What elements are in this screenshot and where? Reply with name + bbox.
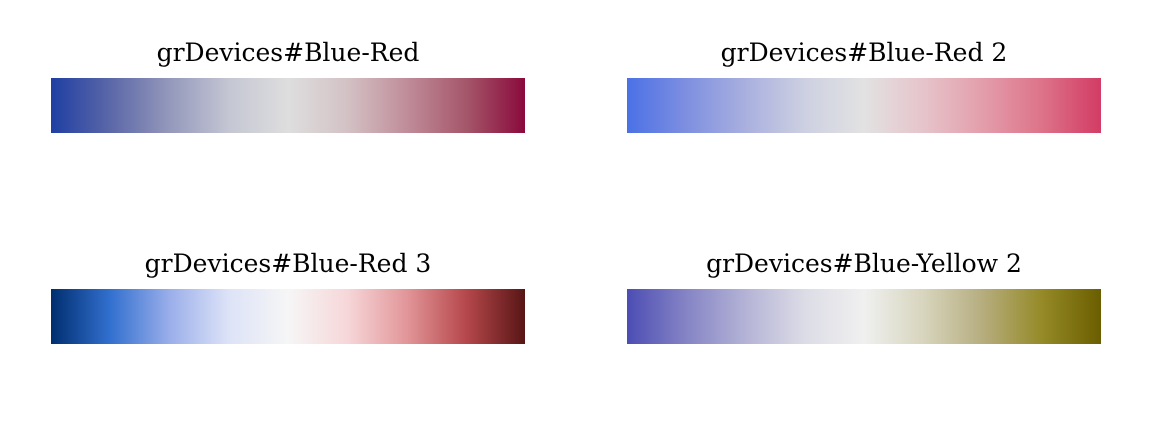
palette-title: grDevices#Blue-Red [156, 38, 420, 67]
color-gradient-bar [627, 289, 1101, 344]
palette-title: grDevices#Blue-Red 2 [720, 38, 1008, 67]
palette-title: grDevices#Blue-Yellow 2 [706, 249, 1022, 278]
color-gradient-bar [627, 78, 1101, 133]
color-gradient-bar [51, 289, 525, 344]
color-gradient-bar [51, 78, 525, 133]
palette-title: grDevices#Blue-Red 3 [144, 249, 432, 278]
